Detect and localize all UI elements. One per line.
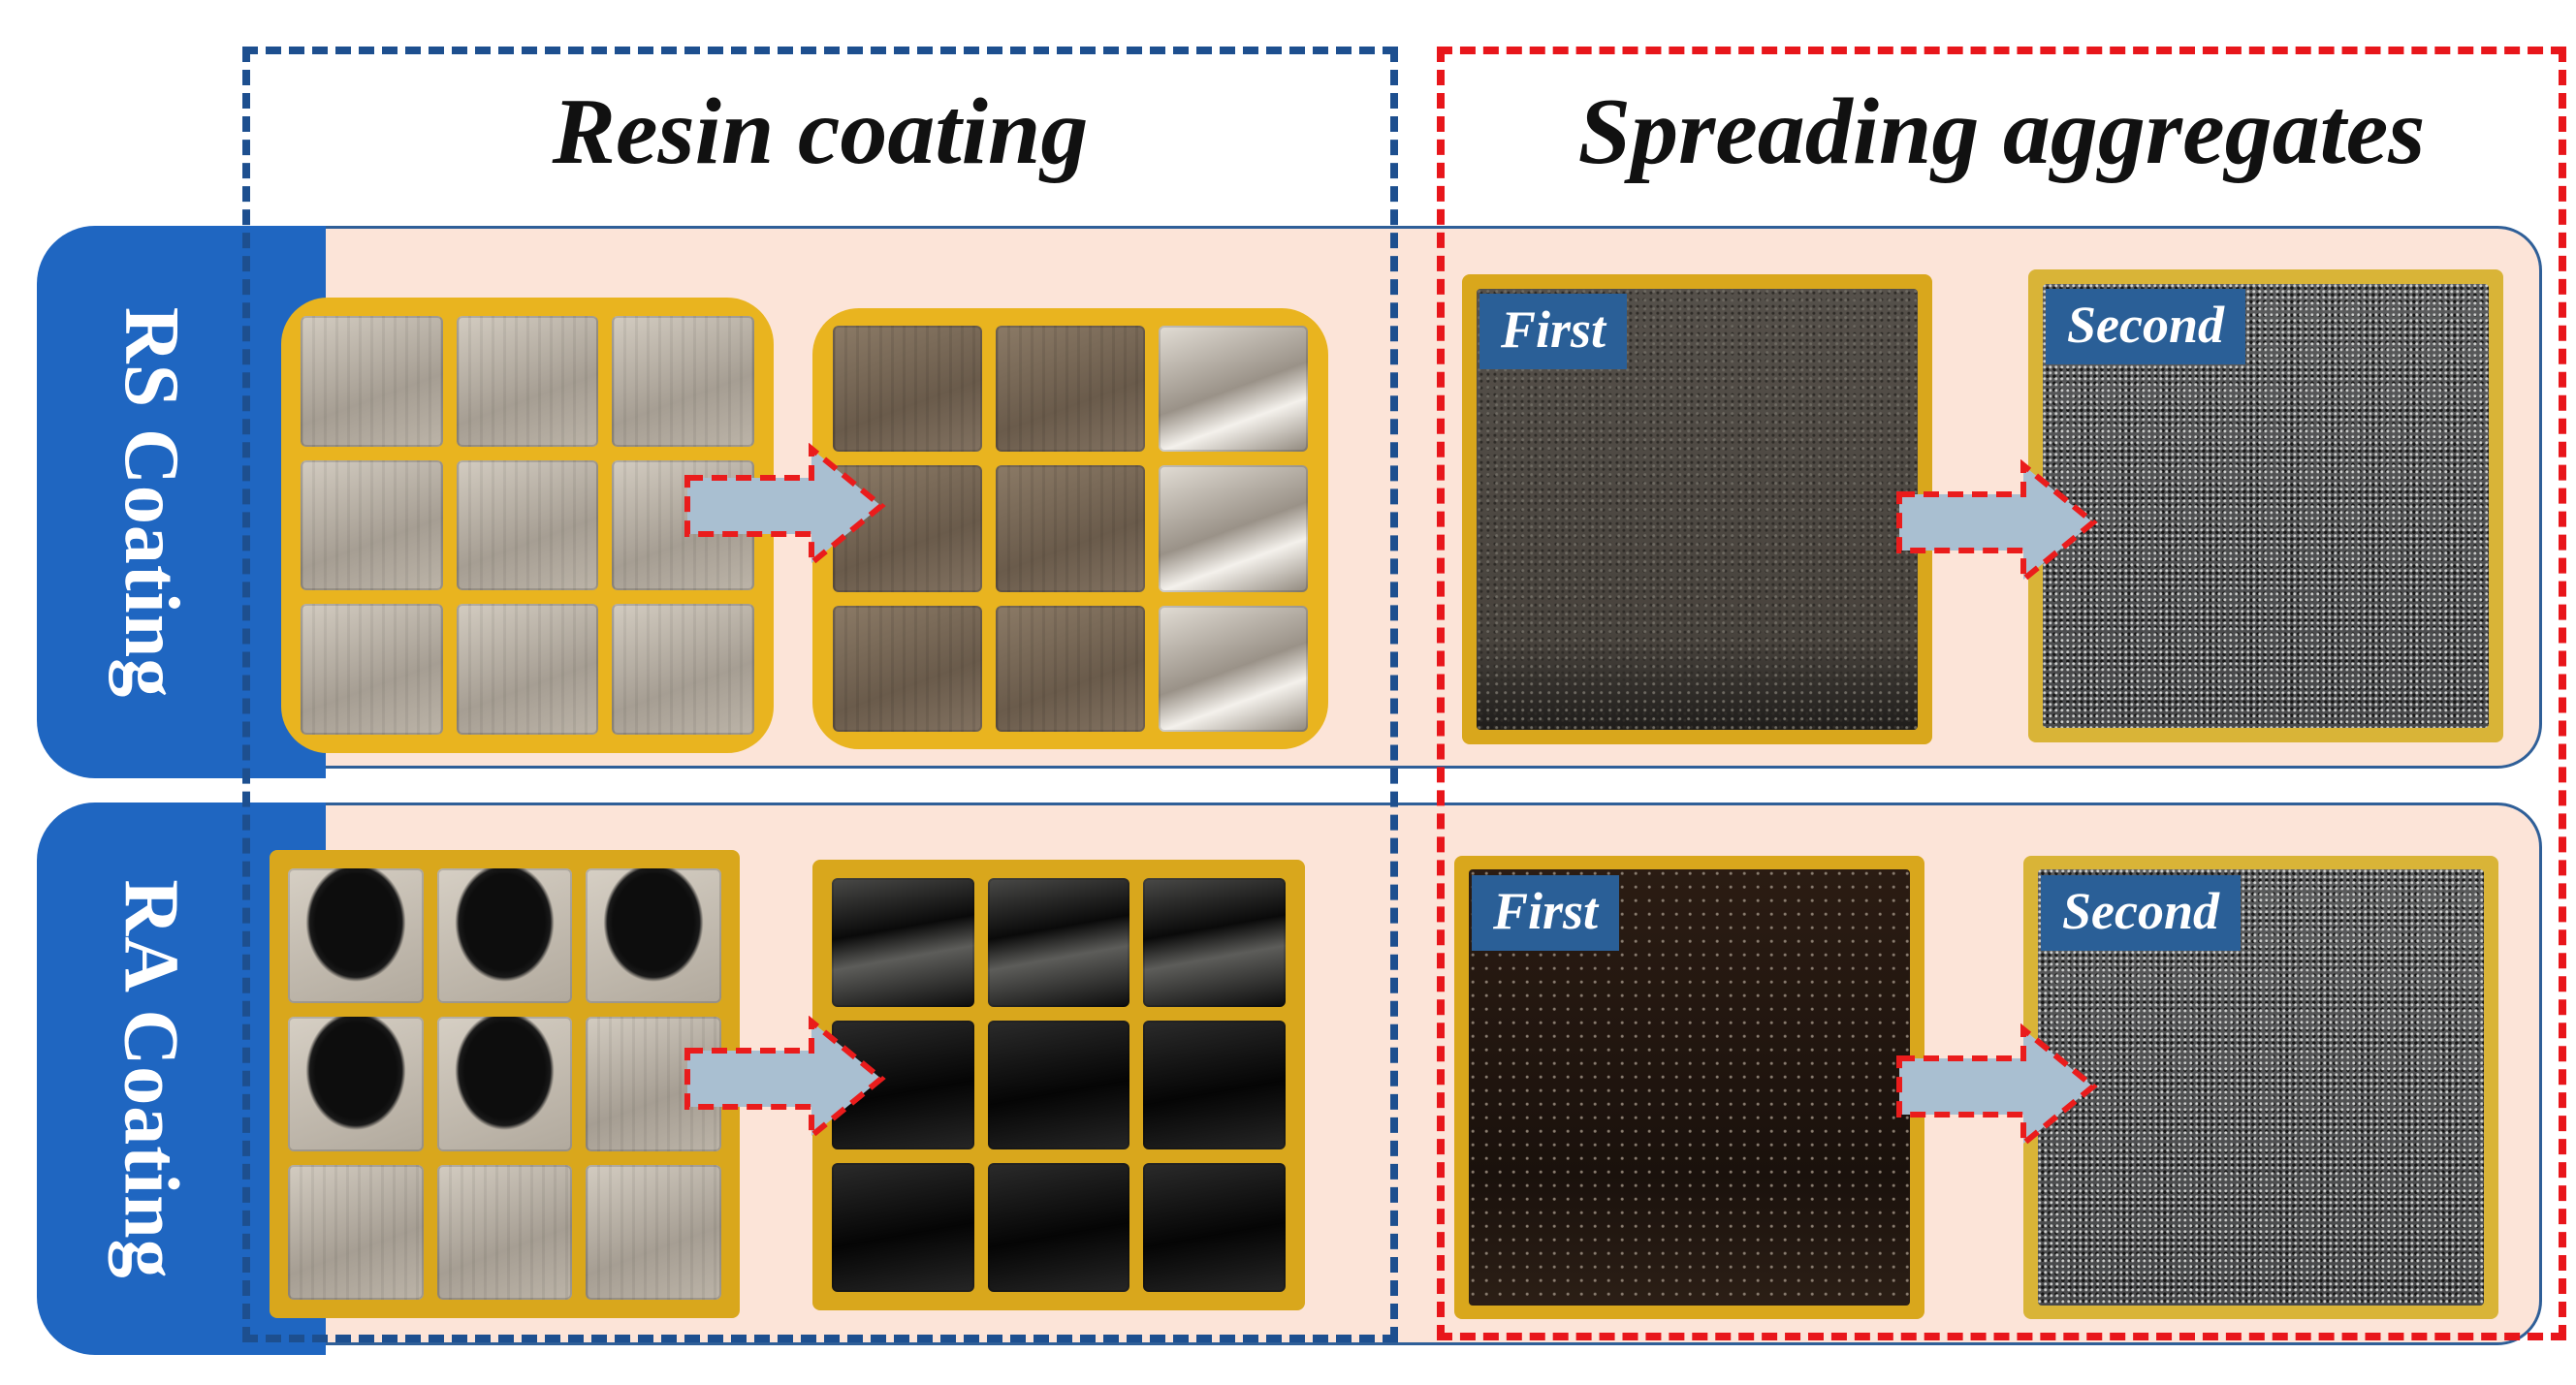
spreading-aggregates-header: Spreading aggregates bbox=[1577, 79, 2426, 184]
resin-coating-header: Resin coating bbox=[552, 79, 1089, 184]
ra-second-chip: Second bbox=[2041, 875, 2241, 951]
ra-first-chip: First bbox=[1472, 875, 1620, 951]
ra-coating-label: RA Coating bbox=[109, 878, 195, 1279]
resin-coating-group bbox=[242, 47, 1398, 1342]
rs-aggregate-arrow-icon bbox=[1896, 459, 2098, 585]
ra-aggregate-arrow-icon bbox=[1896, 1023, 2098, 1149]
rs-second-chip: Second bbox=[2046, 289, 2245, 364]
rs-second-aggregate-photo: Second bbox=[2028, 269, 2503, 742]
ra-first-aggregate-photo: First bbox=[1454, 856, 1924, 1319]
rs-coating-tab: RS Coating bbox=[37, 226, 326, 778]
ra-resin-before-photo bbox=[270, 850, 740, 1318]
ra-resin-arrow-icon bbox=[684, 1016, 886, 1142]
rs-resin-after-photo bbox=[812, 308, 1328, 749]
ra-second-aggregate-photo: Second bbox=[2023, 856, 2498, 1319]
spreading-aggregates-group bbox=[1437, 47, 2566, 1340]
rs-first-aggregate-photo: First bbox=[1462, 274, 1932, 744]
rs-first-chip: First bbox=[1479, 294, 1628, 369]
rs-coating-label: RS Coating bbox=[109, 306, 194, 698]
rs-resin-arrow-icon bbox=[684, 443, 886, 569]
ra-resin-after-photo bbox=[812, 860, 1305, 1310]
